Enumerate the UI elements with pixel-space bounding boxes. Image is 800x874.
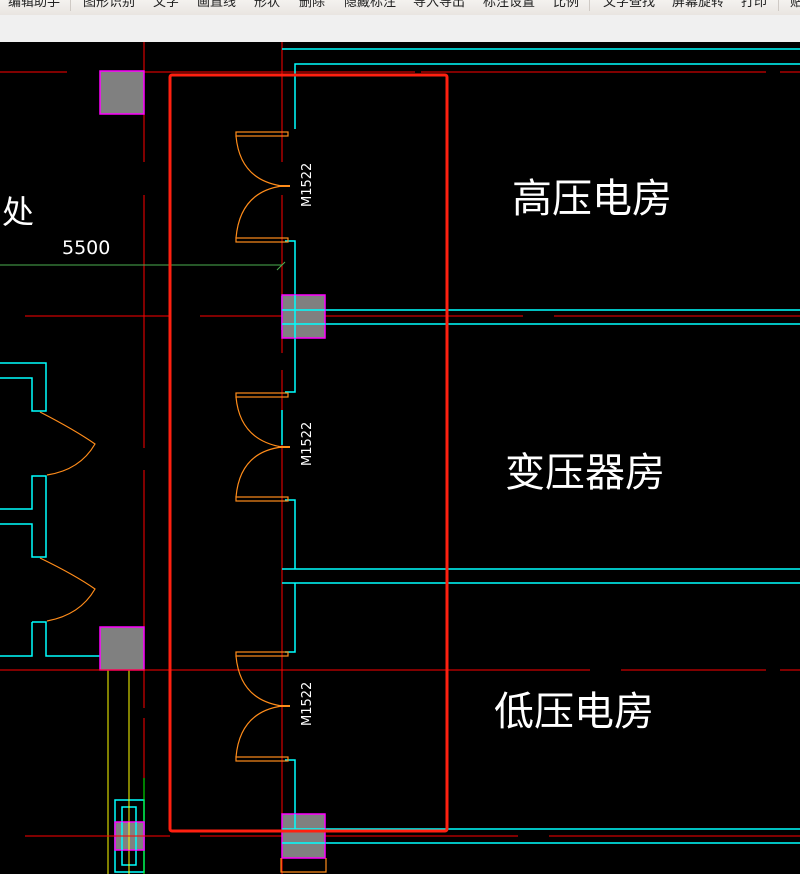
columns <box>99 70 326 859</box>
wall-line <box>285 583 296 653</box>
wall-line <box>285 759 800 830</box>
toolbar-print[interactable]: 打印 <box>741 0 768 10</box>
toolbar-draw-line[interactable]: 画直线 <box>197 0 237 10</box>
door-frame <box>235 131 289 137</box>
door-frame <box>280 858 327 873</box>
toolbar-text[interactable]: 文字 <box>153 0 180 10</box>
toolbar-annotation-settings[interactable]: 标注设置 <box>483 0 536 10</box>
toolbar-hide-annotation[interactable]: 隐藏标注 <box>344 0 397 10</box>
door-frame <box>235 651 289 657</box>
column <box>281 813 326 859</box>
dimension-text: 5500 <box>62 237 110 259</box>
toolbar-edit-assistant[interactable]: 编辑助手 <box>8 0 61 10</box>
door-swing <box>235 135 283 187</box>
room-label-partial: 处 <box>2 193 34 231</box>
cad-canvas[interactable]: 高压电房 变压器房 低压电房 处 5500 M1522 M1522 M1522 <box>0 42 800 874</box>
door-swing <box>235 396 283 448</box>
column <box>281 294 326 339</box>
room-label-high-voltage: 高压电房 <box>512 176 672 222</box>
door-frame <box>235 496 289 502</box>
toolbar-delete[interactable]: 删除 <box>299 0 326 10</box>
toolbar-paste[interactable]: 贴 <box>790 0 800 10</box>
door-swing <box>235 655 283 707</box>
door-tag: M1522 <box>300 682 315 726</box>
door-swing <box>39 411 96 476</box>
dimension-tick <box>276 261 286 271</box>
room-label-transformer: 变压器房 <box>505 450 665 496</box>
axis-lines-horizontal <box>0 71 800 837</box>
cad-drawing[interactable]: 高压电房 变压器房 低压电房 处 5500 M1522 M1522 M1522 <box>0 42 800 874</box>
door-frame <box>235 756 289 762</box>
door-swing <box>235 446 283 498</box>
wall-line <box>32 621 100 657</box>
toolbar: 编辑助手 图形识别 文字 画直线 形状 删除 隐藏标注 导入导出 标注设置 比例… <box>0 0 800 15</box>
toolbar-shape-recognition[interactable]: 图形识别 <box>83 0 136 10</box>
selection-rectangle[interactable] <box>168 73 449 833</box>
door-3 <box>235 651 290 762</box>
door-swing <box>235 185 283 239</box>
column <box>99 626 145 671</box>
toolbar-separator <box>589 0 590 11</box>
door-tag: M1522 <box>300 163 315 207</box>
wall-line <box>285 499 296 569</box>
toolbar-scale[interactable]: 比例 <box>553 0 580 10</box>
door-frame <box>235 237 289 243</box>
wall-line <box>0 475 47 558</box>
axis-lines-vertical <box>143 42 283 874</box>
wall-line <box>294 63 800 129</box>
toolbar-separator <box>70 0 71 11</box>
room-label-low-voltage: 低压电房 <box>494 689 654 735</box>
doors <box>39 131 327 873</box>
toolbar-text-search[interactable]: 文字查找 <box>603 0 656 10</box>
door-swing <box>235 705 283 758</box>
walls <box>0 48 800 873</box>
wall-line <box>285 338 296 393</box>
wall-line <box>285 240 296 296</box>
door-1 <box>235 131 290 243</box>
toolbar-import-export[interactable]: 导入导出 <box>413 0 466 10</box>
toolbar-strip <box>0 15 800 42</box>
toolbar-separator <box>778 0 779 11</box>
toolbar-shape[interactable]: 形状 <box>254 0 281 10</box>
door-swing <box>39 557 96 622</box>
wall-line <box>0 622 33 657</box>
wall-line <box>0 362 47 412</box>
door-tag: M1522 <box>300 422 315 466</box>
toolbar-screen-rotate[interactable]: 屏幕旋转 <box>672 0 725 10</box>
door-frame <box>235 392 289 398</box>
column <box>99 70 145 115</box>
door-2 <box>235 392 290 502</box>
